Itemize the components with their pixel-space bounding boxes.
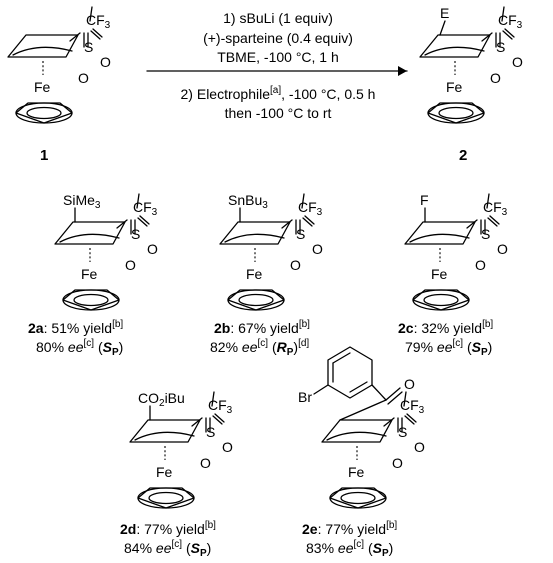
substituent-2e: Br: [298, 389, 312, 405]
aryl-ring: [327, 346, 373, 399]
iron-atom: Fe: [156, 464, 173, 480]
sulfur-atom: S: [84, 39, 93, 55]
oxygen-atom: O: [147, 241, 158, 257]
iron-atom: Fe: [246, 266, 263, 282]
oxygen-atom: O: [404, 376, 415, 392]
cf3-group: CF3: [298, 199, 323, 218]
condition-step2-line1: 2) Electrophile[a], -100 °C, 0.5 h: [181, 85, 376, 102]
compound-2d-yield: 2d: 77% yield[b]: [120, 520, 216, 537]
substituent-2a: SiMe3: [63, 192, 101, 211]
oxygen-atom: O: [414, 439, 425, 455]
substituent-2b: SnBu3: [228, 192, 268, 211]
compound-1-structure: S O O CF3 Fe: [7, 6, 111, 124]
sulfur-atom: S: [131, 226, 140, 242]
compound-2-structure: E S O O CF3 Fe: [419, 5, 523, 124]
compound-2b-yield: 2b: 67% yield[b]: [214, 319, 310, 336]
iron-atom: Fe: [81, 266, 98, 282]
compound-2c-yield: 2c: 32% yield[b]: [398, 319, 493, 336]
compound-2c-ee: 79% ee[c] (SP): [405, 338, 492, 358]
condition-step2-line2: then -100 °C to rt: [225, 105, 332, 121]
iron-atom: Fe: [446, 79, 463, 95]
compound-2e-yield: 2e: 77% yield[b]: [302, 520, 397, 537]
iron-atom: Fe: [34, 79, 51, 95]
cf3-group: CF3: [483, 199, 508, 218]
compound-2a-yield: 2a: 51% yield[b]: [28, 319, 123, 336]
iron-atom: Fe: [431, 266, 448, 282]
oxygen-atom: O: [392, 455, 403, 471]
condition-step1-line2: (+)-sparteine (0.4 equiv): [203, 30, 353, 46]
compound-1-label: 1: [40, 147, 48, 164]
sulfur-atom: S: [296, 226, 305, 242]
oxygen-atom: O: [222, 439, 233, 455]
oxygen-atom: O: [200, 455, 211, 471]
cf3-group: CF3: [86, 12, 111, 31]
compound-2e-structure: Br O S O O CF3 Fe: [298, 346, 425, 509]
cf3-group: CF3: [400, 397, 425, 416]
oxygen-atom: O: [312, 241, 323, 257]
oxygen-atom: O: [100, 54, 111, 70]
compound-2d-structure: CO2iBu S O O CF3 Fe: [129, 390, 233, 509]
compound-2b-structure: SnBu3 S O O CF3 Fe: [219, 192, 323, 311]
cf3-group: CF3: [498, 12, 523, 31]
oxygen-atom: O: [512, 54, 523, 70]
cf3-group: CF3: [133, 199, 158, 218]
compound-2e-ee: 83% ee[c] (SP): [306, 539, 393, 559]
compound-2a-ee: 80% ee[c] (SP): [36, 338, 123, 358]
sulfur-atom: S: [206, 424, 215, 440]
cf3-group: CF3: [208, 397, 233, 416]
sulfur-atom: S: [398, 424, 407, 440]
sulfur-atom: S: [496, 39, 505, 55]
substituent-2c: F: [420, 192, 429, 208]
oxygen-atom: O: [490, 70, 501, 86]
compound-2a-structure: SiMe3 S O O CF3 Fe: [54, 192, 158, 311]
sulfur-atom: S: [481, 226, 490, 242]
oxygen-atom: O: [78, 70, 89, 86]
electrophile-atom: E: [440, 5, 449, 21]
substituent-2d: CO2iBu: [138, 390, 185, 409]
oxygen-atom: O: [475, 257, 486, 273]
compound-2b-ee: 82% ee[c] (RP)[d]: [210, 338, 309, 358]
condition-step1-line1: 1) sBuLi (1 equiv): [223, 10, 333, 26]
compound-2c-structure: F S O O CF3 Fe: [404, 192, 508, 311]
reaction-arrow: [146, 66, 408, 76]
condition-step1-line3: TBME, -100 °C, 1 h: [217, 49, 339, 65]
iron-atom: Fe: [348, 464, 365, 480]
oxygen-atom: O: [497, 241, 508, 257]
compound-2d-ee: 84% ee[c] (SP): [124, 539, 211, 559]
oxygen-atom: O: [125, 257, 136, 273]
oxygen-atom: O: [290, 257, 301, 273]
compound-2-label: 2: [459, 147, 467, 164]
